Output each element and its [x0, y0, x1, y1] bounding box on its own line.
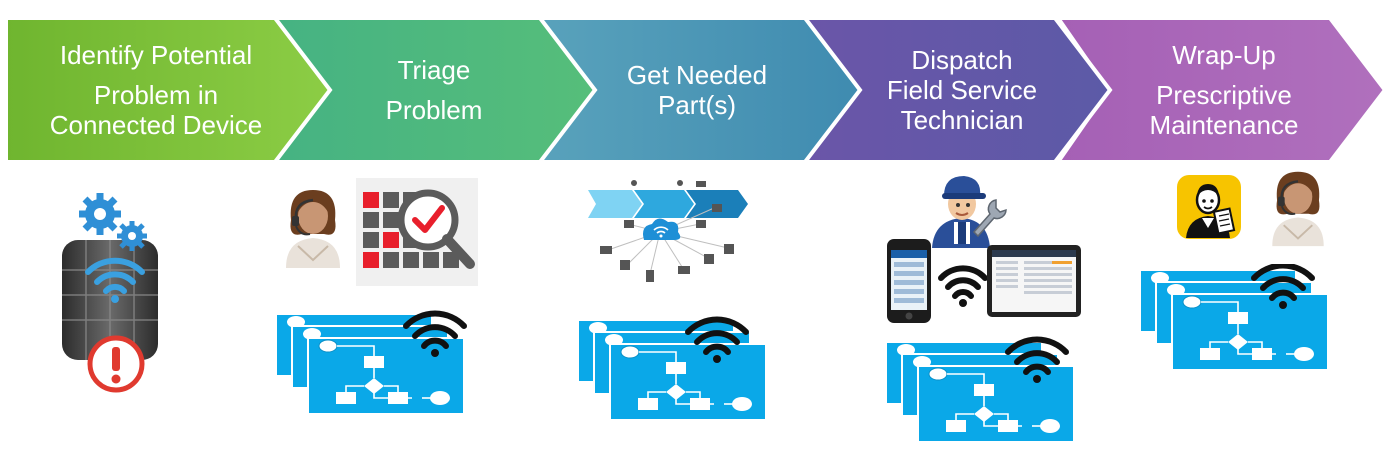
- workflow-card-stack-icon: [884, 336, 1080, 446]
- workflow-card-stack-icon: [274, 308, 470, 418]
- wifi-signal-icon: [936, 262, 990, 308]
- wrench-icon: [968, 196, 1008, 242]
- cloud-wifi-icon: [643, 218, 680, 240]
- smartphone-icon: [886, 238, 932, 324]
- iot-network-icon: [588, 178, 752, 288]
- workflow-card-stack-icon: [1138, 264, 1334, 374]
- support-agent-icon: [278, 186, 348, 270]
- alert-icon: [86, 334, 146, 394]
- grid-magnifier-icon: [356, 178, 478, 286]
- wifi-signal-icon: [80, 250, 150, 305]
- workflow-card-stack-icon: [576, 314, 772, 424]
- tablet-icon: [986, 244, 1082, 318]
- manual-app-icon: [1176, 174, 1242, 240]
- support-agent-icon: [1264, 168, 1332, 248]
